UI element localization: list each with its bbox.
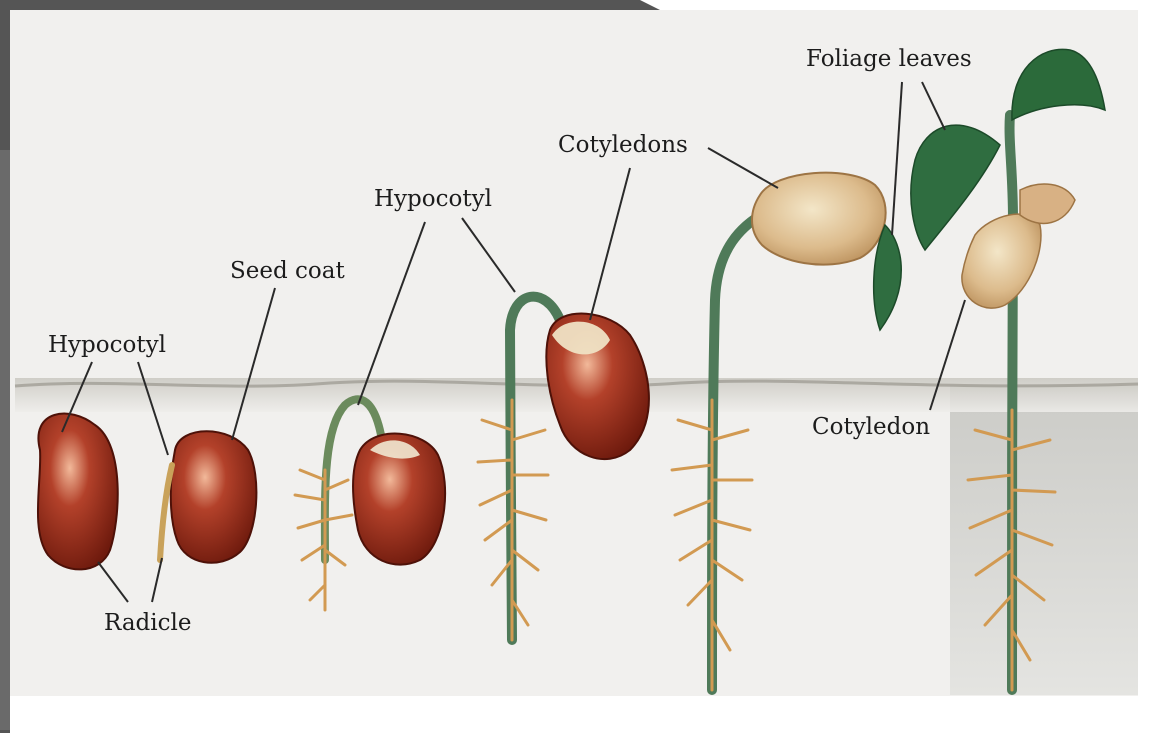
- stage1-seed-body: [38, 414, 118, 570]
- label-cotyledons: Cotyledons: [558, 132, 688, 158]
- label-hypocotyl-stage1: Hypocotyl: [48, 332, 166, 358]
- label-foliage-leaves: Foliage leaves: [806, 46, 972, 72]
- label-hypocotyl-stage3: Hypocotyl: [374, 186, 492, 212]
- top-corner: [640, 0, 1158, 10]
- stage1-seed: [38, 414, 118, 570]
- stage2-seed-body: [171, 431, 257, 563]
- right-margin: [1138, 10, 1158, 696]
- bottom-strip: [10, 696, 1158, 733]
- label-seed-coat: Seed coat: [230, 258, 345, 284]
- left-frame-light: [0, 150, 10, 730]
- stage5-cotyledons: [752, 173, 886, 265]
- label-radicle: Radicle: [104, 610, 192, 636]
- label-cotyledon: Cotyledon: [812, 414, 930, 440]
